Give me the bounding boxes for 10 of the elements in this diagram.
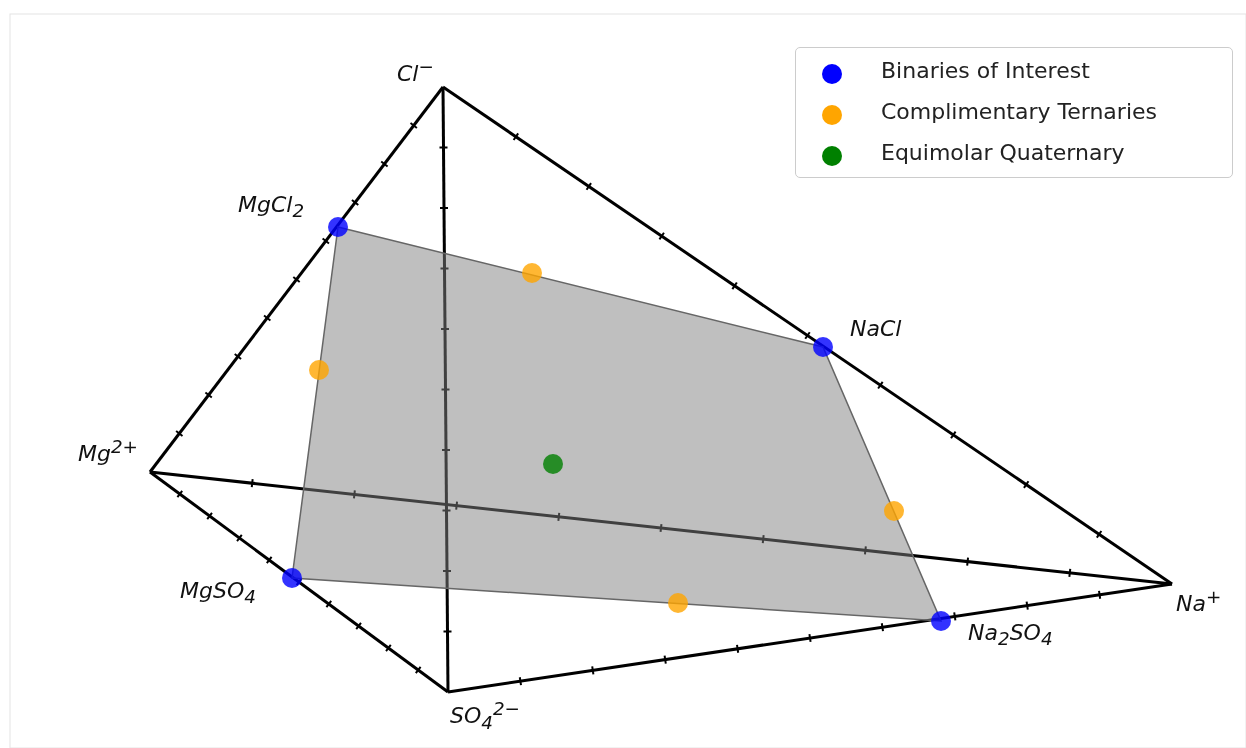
vertex-label: Na$_{2}$SO$_{4}$ xyxy=(968,620,1053,650)
legend-label: Binaries of Interest xyxy=(881,58,1090,83)
vertex-label: NaCl xyxy=(850,316,902,341)
vertex-label: Na$^{+}$ xyxy=(1176,586,1222,617)
vertex-label: MgCl$_{2}$ xyxy=(238,192,305,222)
vertex-label: Cl$^{−}$ xyxy=(397,56,434,87)
legend-label: Complimentary Ternaries xyxy=(881,99,1157,124)
legend-label: Equimolar Quaternary xyxy=(881,140,1125,165)
vertex-label: MgSO$_{4}$ xyxy=(180,578,256,608)
vertex-label: Mg$^{2+}$ xyxy=(78,436,138,467)
